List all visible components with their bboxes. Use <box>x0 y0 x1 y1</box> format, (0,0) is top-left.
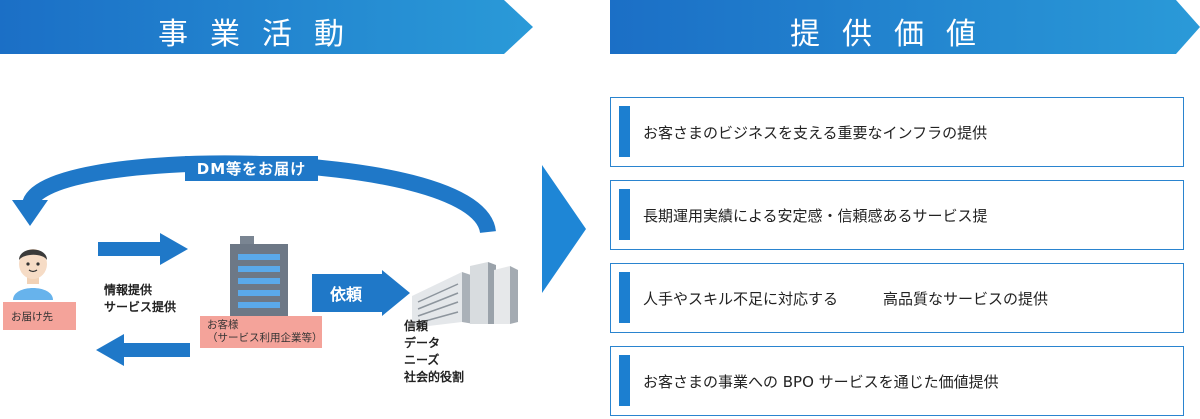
value-card-accent <box>619 355 630 406</box>
request-arrow-icon <box>312 270 410 316</box>
banner-title-right: 提供価値 <box>790 17 998 52</box>
value-card: お客さまのビジネスを支える重要なインフラの提供 <box>610 97 1184 167</box>
value-card-accent <box>619 106 630 157</box>
value-card-text: お客さまの事業への BPO サービスを通じた価値提供 <box>643 372 999 391</box>
arrow-left-icon <box>96 334 190 366</box>
dm-delivery-label: DM等をお届け <box>185 156 318 181</box>
info-service-label: 情報提供 サービス提供 <box>104 283 177 314</box>
banner-title-left: 事業活動 <box>158 17 366 52</box>
arrow-right-icon <box>98 233 188 265</box>
company-buildings-icon <box>412 262 518 328</box>
recipient-label: お届け先 <box>3 302 76 330</box>
customer-label: お客様 （サービス利用企業等） <box>200 316 323 348</box>
value-card-text: 人手やスキル不足に対応する 高品質なサービスの提供 <box>643 289 1049 308</box>
business-activity-banner: 事業活動 <box>0 0 534 54</box>
company-value-item: 信頼 <box>404 319 429 333</box>
value-card-text: 長期運用実績による安定感・信頼感あるサービス提 <box>643 206 988 225</box>
company-value-item: ニーズ <box>404 353 440 367</box>
company-value-item: データ <box>404 336 441 350</box>
value-card-accent <box>619 189 630 240</box>
value-card-text: お客さまのビジネスを支える重要なインフラの提供 <box>643 123 988 142</box>
value-card-accent <box>619 272 630 323</box>
value-card: 人手やスキル不足に対応する 高品質なサービスの提供 <box>610 263 1184 333</box>
company-value-item: 社会的役割 <box>404 370 465 384</box>
company-value-list: 信頼 データ ニーズ 社会的役割 <box>404 318 464 386</box>
chevron-right-icon <box>542 165 586 293</box>
person-icon <box>13 249 53 300</box>
value-card: お客さまの事業への BPO サービスを通じた価値提供 <box>610 346 1184 416</box>
request-label: 依頼 <box>330 285 363 304</box>
value-card: 長期運用実績による安定感・信頼感あるサービス提 <box>610 180 1184 250</box>
office-building-icon <box>230 236 288 316</box>
provided-value-banner: 提供価値 <box>610 0 1200 54</box>
